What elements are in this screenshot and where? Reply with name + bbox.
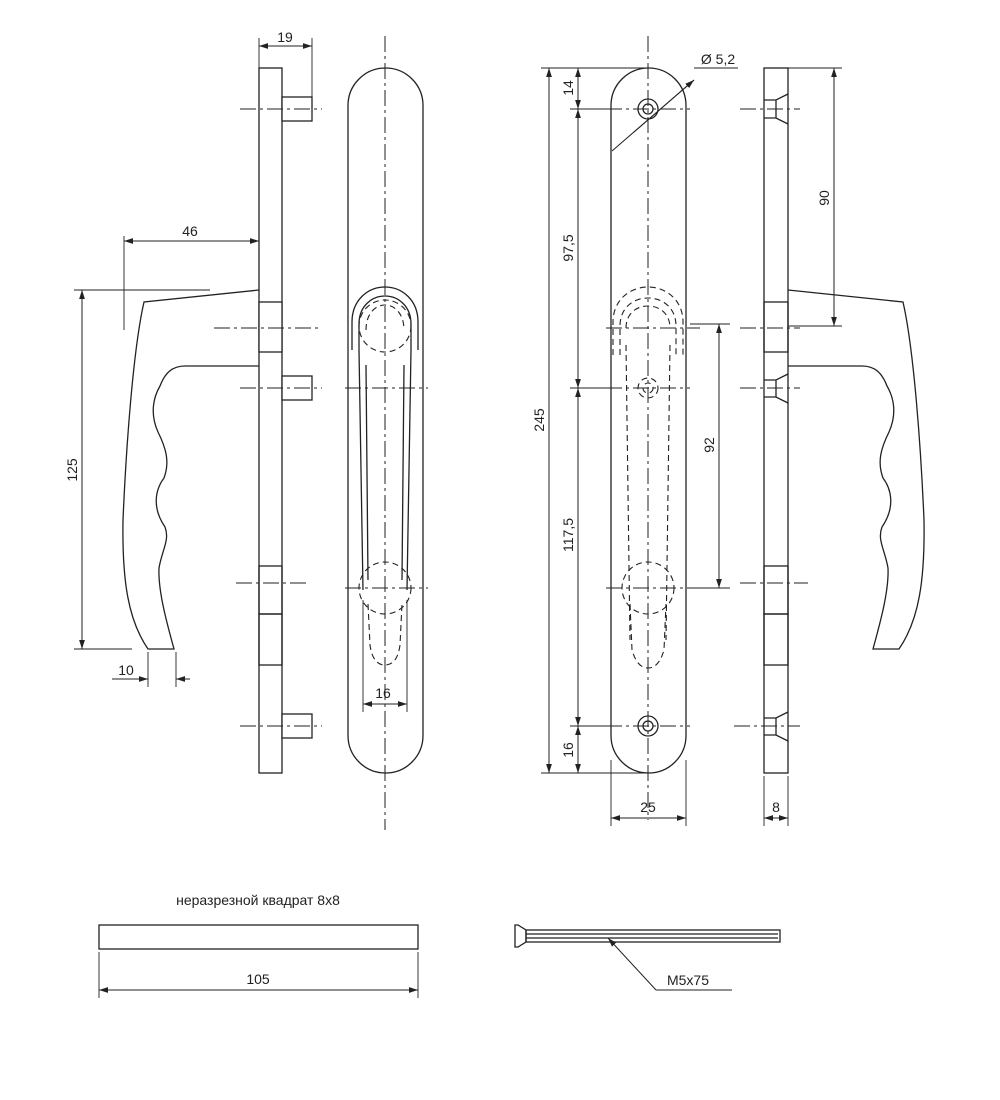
dim-8-label: 8 — [772, 799, 780, 815]
spindle-bar — [98, 924, 419, 950]
dim-25-label: 25 — [640, 799, 656, 815]
dim-10-label: 10 — [118, 662, 134, 678]
screw-part: M5x75 — [514, 924, 781, 991]
spindle-length-label: 105 — [246, 971, 270, 987]
dim-117-5-label: 117,5 — [560, 518, 576, 552]
dim-125-label: 125 — [64, 458, 80, 482]
lever-handle-right — [787, 289, 925, 650]
screw-label: M5x75 — [667, 972, 709, 988]
dim-hole-label: Ø 5,2 — [701, 51, 735, 67]
back-view: Ø 5,2 245 14 97,5 117,5 16 25 92 — [531, 36, 738, 826]
dim-16-bottom-label: 16 — [560, 742, 576, 758]
dim-46-label: 46 — [182, 223, 198, 239]
cylinder-block-upper — [258, 565, 283, 615]
dim-97-5-label: 97,5 — [560, 234, 576, 261]
screw-head — [514, 924, 527, 948]
dim-92-label: 92 — [701, 437, 717, 453]
spindle-label: неразрезной квадрат 8х8 — [176, 892, 340, 908]
backplate-side-right — [763, 67, 789, 774]
spindle-part: неразрезной квадрат 8х8 105 — [98, 892, 419, 998]
cylinder-block-lower — [258, 613, 283, 666]
right-side-view: 90 8 — [734, 67, 925, 826]
dim-245-label: 245 — [531, 408, 547, 432]
lever-handle-left — [122, 289, 260, 650]
left-side-view: 19 46 125 10 — [64, 29, 322, 774]
handle-rose — [351, 286, 419, 350]
spindle-block — [258, 301, 283, 353]
dim-19-label: 19 — [277, 29, 293, 45]
front-view: 16 — [345, 36, 428, 830]
backplate-side-left — [258, 67, 283, 774]
screw-shank — [525, 929, 781, 943]
dim-90-label: 90 — [816, 190, 832, 206]
dim-14-label: 14 — [560, 80, 576, 96]
dim-16-label: 16 — [375, 685, 391, 701]
